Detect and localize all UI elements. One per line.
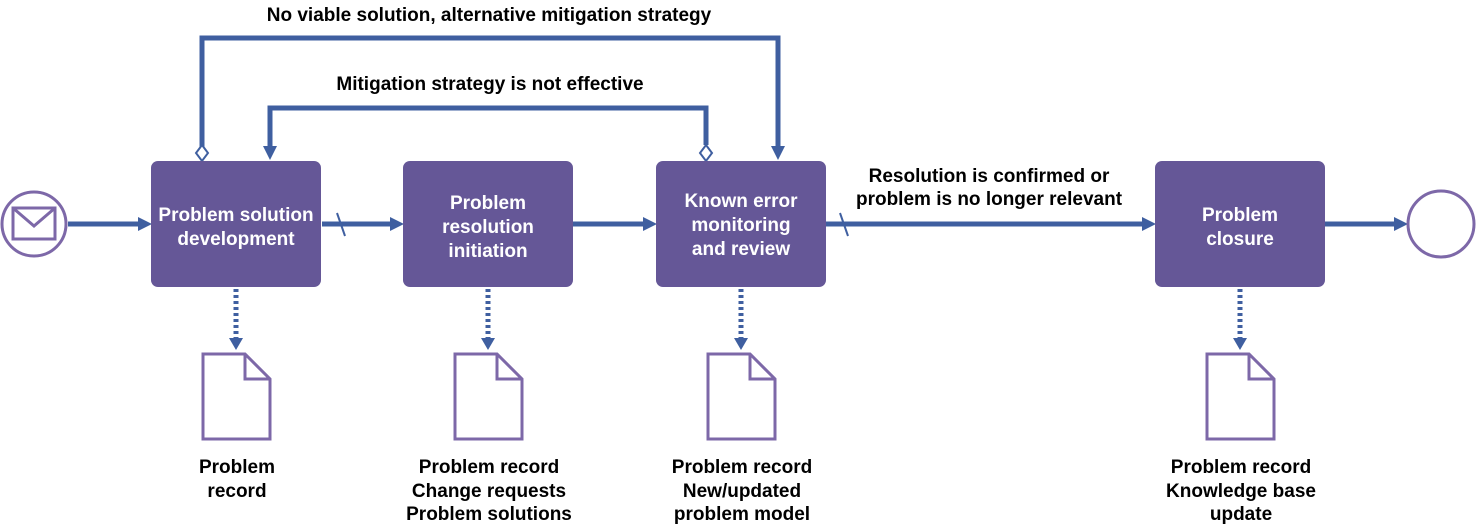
activity-label-line: closure: [1206, 229, 1274, 250]
top-loop-line: [199, 35, 781, 152]
flow-start-to-development-arrowhead: [138, 217, 152, 231]
flow-development-to-initiation-arrowhead: [390, 217, 404, 231]
start-event: [0, 190, 68, 258]
document-label-line: Problem solutions: [406, 504, 572, 525]
association-arrowhead: [481, 338, 495, 350]
document-label-line: record: [207, 481, 266, 502]
top-loop-flow: No viable solution, alternative mitigati…: [194, 5, 785, 163]
document-label-line: problem model: [674, 504, 810, 525]
association-arrowhead: [1233, 338, 1247, 350]
inner-loop-diamond: [698, 143, 714, 163]
document-label-line: update: [1210, 504, 1272, 525]
top-loop-arrowhead: [771, 146, 785, 160]
association-arrowhead: [734, 338, 748, 350]
activity-label-line: monitoring: [691, 215, 790, 236]
document-label-line: Problem record: [419, 457, 559, 478]
flow-initiation-to-monitoring-arrowhead: [643, 217, 657, 231]
activity-label-line: Known error: [685, 191, 799, 212]
activity-box: [656, 161, 826, 287]
activity-label-line: Problem: [450, 193, 526, 214]
activity-box: [1155, 161, 1325, 287]
document-label-line: New/updated: [683, 481, 801, 502]
envelope-icon: [11, 206, 57, 241]
data-associations: [229, 289, 1247, 350]
document-label-line: Problem: [199, 457, 275, 478]
activity-box: [151, 161, 321, 287]
main-flow: [68, 212, 1408, 237]
default-flow-slash-2: [839, 212, 849, 237]
document-4: Problem record Knowledge base update: [1166, 352, 1316, 525]
document-icon: [1205, 352, 1276, 441]
inner-loop-flow: Mitigation strategy is not effective: [263, 74, 714, 163]
resolution-flow-label-line-1: Resolution is confirmed or: [869, 166, 1110, 187]
flow-monitoring-to-closure-arrowhead: [1142, 217, 1156, 231]
resolution-flow-label-line-2: problem is no longer relevant: [856, 189, 1123, 210]
activity-label-line: initiation: [448, 241, 527, 262]
inner-loop-label: Mitigation strategy is not effective: [336, 74, 643, 95]
inner-loop-arrowhead: [263, 146, 277, 160]
activity-problem-resolution-initiation: Problem resolution initiation: [403, 161, 573, 287]
activity-label-line: Problem solution: [158, 205, 313, 226]
inner-loop-line: [267, 105, 709, 152]
activity-label-line: resolution: [442, 217, 534, 238]
document-label-line: Problem record: [672, 457, 812, 478]
document-label-line: Knowledge base: [1166, 481, 1316, 502]
activity-label-line: development: [177, 229, 295, 250]
document-icon: [201, 352, 272, 441]
document-label-line: Change requests: [412, 481, 566, 502]
document-icon: [453, 352, 524, 441]
activity-known-error-monitoring-and-review: Known error monitoring and review: [656, 161, 826, 287]
activity-label-line: Problem: [1202, 205, 1278, 226]
document-icon: [706, 352, 777, 441]
activity-problem-solution-development: Problem solution development: [151, 161, 321, 287]
activity-box: [403, 161, 573, 287]
end-event: [1406, 189, 1476, 259]
top-loop-label: No viable solution, alternative mitigati…: [267, 5, 712, 26]
activity-label-line: and review: [692, 239, 790, 260]
flow-closure-to-end-arrowhead: [1394, 217, 1408, 231]
document-2: Problem record Change requests Problem s…: [406, 352, 572, 525]
activity-problem-closure: Problem closure: [1155, 161, 1325, 287]
default-flow-slash-1: [336, 212, 346, 237]
end-circle-icon: [1406, 189, 1476, 259]
top-loop-diamond: [194, 143, 210, 163]
association-arrowhead: [229, 338, 243, 350]
document-3: Problem record New/updated problem model: [672, 352, 812, 525]
document-label-line: Problem record: [1171, 457, 1311, 478]
document-1: Problem record: [199, 352, 275, 502]
